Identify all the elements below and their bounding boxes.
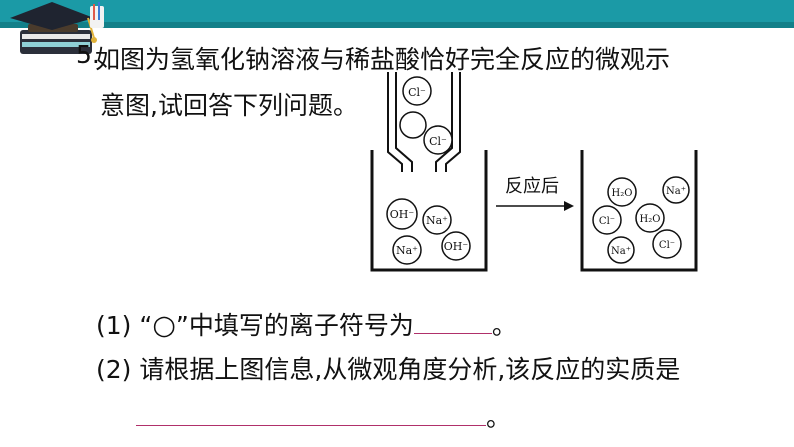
funnel-ion-cl-1: Cl⁻ <box>402 76 432 106</box>
beaker-right-na-1: Na⁺ <box>662 176 690 204</box>
beaker-left-ion-oh-1: OH⁻ <box>386 198 418 230</box>
sub-question-1-text: ”中填写的离子符号为 <box>175 311 414 340</box>
question-number: 5. <box>76 40 100 69</box>
beaker-right-cl-2: Cl⁻ <box>652 229 682 259</box>
svg-text:OH⁻: OH⁻ <box>390 208 415 221</box>
funnel-ion-cl-2: Cl⁻ <box>423 125 453 155</box>
sub-question-1-open-quote: “ <box>139 311 153 340</box>
svg-text:Na⁺: Na⁺ <box>611 246 631 257</box>
sub-question-2-end: 。 <box>486 403 512 432</box>
answer-blank-1[interactable] <box>413 307 492 334</box>
svg-text:Na⁺: Na⁺ <box>396 244 418 257</box>
sub-question-1-end: 。 <box>491 311 517 340</box>
answer-blank-2[interactable] <box>136 399 486 426</box>
sub-question-1-number: (1) <box>96 311 132 340</box>
question-stem-line1: 如图为氢氧化钠溶液与稀盐酸恰好完全反应的微观示 <box>95 45 671 74</box>
beaker-left <box>370 150 488 272</box>
sub-question-2-answer-line: 。 <box>136 398 511 434</box>
beaker-left-ion-oh-2: OH⁻ <box>441 231 471 261</box>
reaction-diagram: Cl⁻ Cl⁻ OH⁻ Na⁺ Na⁺ OH⁻ 反应后 H₂O Na⁺ Cl⁻ … <box>370 72 698 272</box>
header-bar <box>0 0 794 28</box>
beaker-left-ion-na-2: Na⁺ <box>392 235 422 265</box>
beaker-right <box>580 150 698 272</box>
svg-text:H₂O: H₂O <box>612 188 633 199</box>
arrow-label: 反应后 <box>505 176 559 197</box>
question-stem-line2: 意图,试回答下列问题。 <box>100 91 358 120</box>
beaker-right-cl-1: Cl⁻ <box>592 205 622 235</box>
sub-question-1: (1) “○”中填写的离子符号为 。 <box>96 306 517 342</box>
svg-text:H₂O: H₂O <box>640 214 661 225</box>
funnel-empty-circle <box>399 111 427 139</box>
funnel <box>387 72 461 172</box>
circle-symbol-icon: ○ <box>152 310 176 341</box>
svg-text:Cl⁻: Cl⁻ <box>599 216 615 227</box>
beaker-left-ion-na-1: Na⁺ <box>422 205 452 235</box>
svg-text:Cl⁻: Cl⁻ <box>429 135 447 148</box>
svg-text:Na⁺: Na⁺ <box>426 214 448 227</box>
svg-text:Cl⁻: Cl⁻ <box>408 86 426 99</box>
sub-question-2-number: (2) <box>96 355 132 384</box>
svg-text:Na⁺: Na⁺ <box>666 186 686 197</box>
arrow-head-icon <box>564 201 574 211</box>
sub-question-2-text: 请根据上图信息,从微观角度分析,该反应的实质是 <box>139 355 681 384</box>
header-band <box>0 22 794 28</box>
beaker-right-h2o-2: H₂O <box>635 203 665 233</box>
svg-text:OH⁻: OH⁻ <box>444 240 469 253</box>
sub-question-2: (2) 请根据上图信息,从微观角度分析,该反应的实质是 <box>96 350 680 386</box>
svg-text:Cl⁻: Cl⁻ <box>659 240 675 251</box>
graduation-cap-logo-icon <box>10 2 104 54</box>
beaker-right-h2o-1: H₂O <box>607 177 637 207</box>
beaker-right-na-2: Na⁺ <box>607 236 635 264</box>
